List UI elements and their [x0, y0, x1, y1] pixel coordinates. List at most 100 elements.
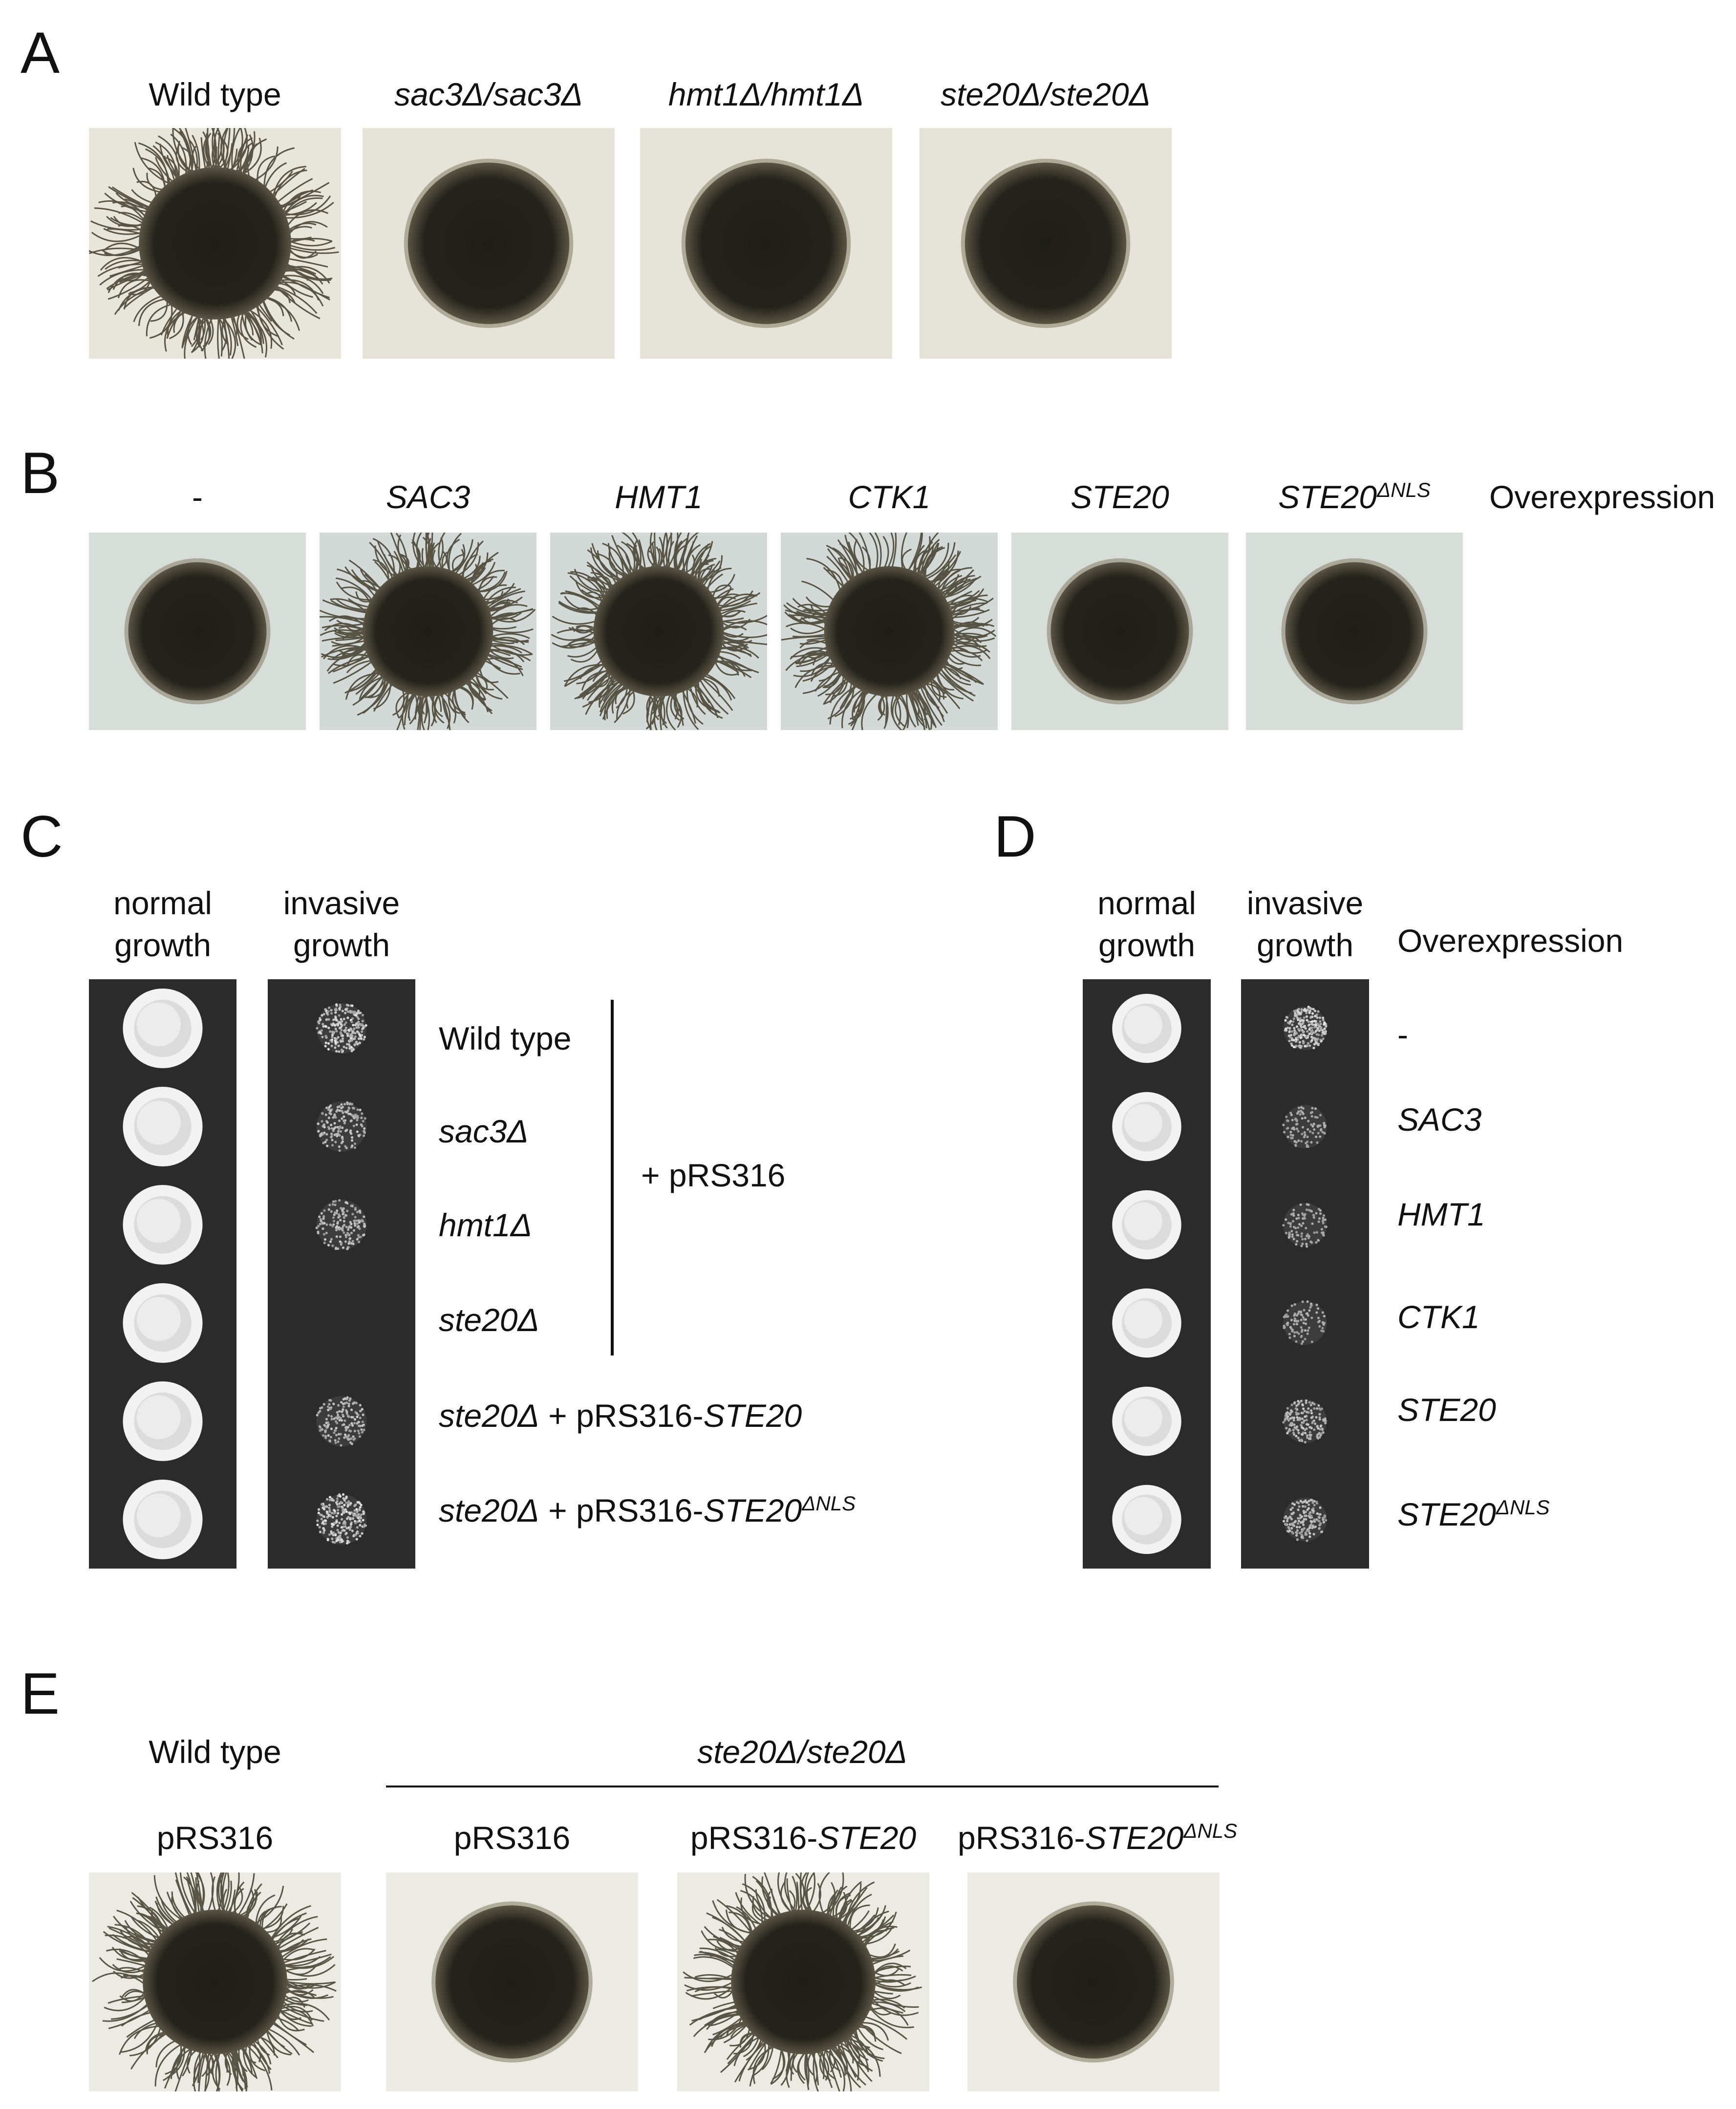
panel-d-overexpression-label: Overexpression [1397, 923, 1624, 959]
colony-body [593, 566, 724, 697]
gene-name: HMT1 [1397, 1196, 1485, 1232]
panel-b-colony-photo [1011, 533, 1228, 730]
header-line: growth [293, 926, 390, 963]
gene-name: STE20 [1278, 479, 1377, 515]
panel-d-letter: D [994, 804, 1036, 869]
panel-b-label-3: HMT1 [615, 479, 703, 515]
panel-e-label-1: pRS316 [89, 1822, 341, 1854]
invasive-spot [1282, 1399, 1328, 1443]
panel-c-normal-growth-header: normal growth [89, 882, 236, 967]
panel-e-label-2: pRS316 [386, 1822, 638, 1854]
plasmid-gene: STE20 [703, 1398, 802, 1434]
colony-body [363, 566, 493, 697]
colony-micrograph [550, 533, 767, 730]
colony-micrograph [1011, 533, 1228, 730]
plate-image [1282, 1005, 1328, 1542]
panel-e-colony-photo [967, 1872, 1220, 2091]
colony-body [128, 562, 267, 701]
colony-micrograph [1246, 533, 1463, 730]
panel-c-row-label: ste20Δ + pRS316-STE20 [439, 1399, 802, 1432]
panel-b-colony-photo [320, 533, 536, 730]
panel-b-label-6: STE20ΔNLS [1246, 479, 1463, 515]
plasmid-gene-superscript: ΔNLS [1183, 1819, 1238, 1842]
header-line: growth [1256, 926, 1354, 963]
panel-b-colony-photo [89, 533, 306, 730]
panel-a-colony-photo [640, 128, 892, 359]
colony-body [824, 566, 955, 697]
colony-micrograph [677, 1872, 929, 2091]
panel-b-colony-photo [550, 533, 767, 730]
colony-body [1050, 562, 1189, 701]
panel-a-label-1: Wild type [149, 76, 281, 112]
colony-body [1285, 562, 1424, 701]
panel-c-row-label: ste20Δ [439, 1304, 539, 1336]
panel-b-label-1: - [192, 479, 203, 515]
panel-a-colony-photo [363, 128, 615, 359]
panel-c-invasive-growth-header: invasive growth [268, 882, 415, 967]
plasmid-gene: STE20 [703, 1492, 802, 1528]
panel-d-row-label: CTK1 [1397, 1301, 1480, 1333]
invasive-spot [1283, 1300, 1327, 1345]
colony-body [407, 162, 570, 324]
strain-name: ste20Δ [439, 1302, 539, 1338]
colony-spot [1112, 1288, 1181, 1358]
colony-body [435, 1905, 589, 2059]
panel-d-row-label: SAC3 [1397, 1103, 1481, 1136]
panel-b-label-2: SAC3 [386, 479, 471, 515]
panel-c-bracket-label: + pRS316 [641, 1157, 786, 1193]
invasive-spot [1282, 1203, 1328, 1248]
invasive-spot [1282, 1497, 1328, 1542]
strain-name: hmt1Δ [439, 1207, 533, 1243]
colony-micrograph [89, 128, 341, 359]
invasive-spot [315, 1199, 367, 1250]
gene-superscript: ΔNLS [1496, 1496, 1550, 1519]
header-line: growth [1098, 926, 1196, 963]
header-line: normal [113, 885, 212, 921]
panel-c-letter: C [21, 804, 63, 869]
invasive-spot [1283, 1005, 1328, 1051]
panel-e-group-ste20: ste20Δ/ste20Δ [697, 1734, 907, 1770]
colony-spot [123, 1381, 203, 1462]
invasive-spot [1282, 1104, 1327, 1149]
panel-c-row-label: ste20Δ + pRS316-STE20ΔNLS [439, 1492, 856, 1528]
colony-spot [1112, 1190, 1181, 1260]
gene-name: STE20 [1397, 1496, 1496, 1532]
colony-spot [1112, 1092, 1181, 1162]
panel-e-group-line [386, 1786, 1219, 1787]
plasmid-gene: STE20 [817, 1820, 917, 1856]
colony-spot [123, 1479, 203, 1560]
panel-c-normal-growth-plate [89, 979, 236, 1569]
panel-a-letter: A [21, 20, 60, 86]
panel-e-label-3: pRS316-STE20 [677, 1822, 929, 1854]
colony-micrograph [320, 533, 536, 730]
panel-b-colony-photo [781, 533, 998, 730]
colony-body [143, 1910, 287, 2054]
invasive-spot [316, 1101, 367, 1152]
panel-c-row-label: sac3Δ [439, 1115, 529, 1147]
colony-micrograph [967, 1872, 1220, 2091]
panel-e-label-4: pRS316-STE20ΔNLS [958, 1821, 1237, 1854]
colony-spot [1112, 1386, 1181, 1456]
panel-c-row-label: Wild type [439, 1022, 571, 1054]
colony-micrograph [920, 128, 1172, 359]
plasmid-name: pRS316- [690, 1820, 818, 1856]
panel-c-row-label: hmt1Δ [439, 1209, 532, 1241]
panel-a-label-3: hmt1Δ/hmt1Δ [668, 76, 864, 112]
panel-d-normal-growth-header: normal growth [1083, 882, 1211, 967]
panel-e-colony-photo [677, 1872, 929, 2091]
panel-d-row-label: - [1397, 1018, 1408, 1051]
plate-image [1112, 993, 1181, 1554]
plasmid-prefix: + pRS316- [539, 1398, 704, 1434]
panel-d-invasive-growth-plate [1241, 979, 1369, 1569]
plasmid-gene-superscript: ΔNLS [802, 1492, 856, 1515]
panel-e-group-wild-type: Wild type [149, 1734, 281, 1770]
strain-name: Wild type [439, 1020, 572, 1056]
colony-spot [123, 1283, 203, 1363]
strain-name: ste20Δ [439, 1492, 539, 1528]
colony-micrograph [640, 128, 892, 359]
colony-spot [1112, 993, 1181, 1063]
panel-a-label-4: ste20Δ/ste20Δ [941, 76, 1151, 112]
plasmid-name: pRS316 [453, 1820, 571, 1856]
panel-e-colony-photo [386, 1872, 638, 2091]
panel-c-invasive-growth-plate [268, 979, 415, 1569]
